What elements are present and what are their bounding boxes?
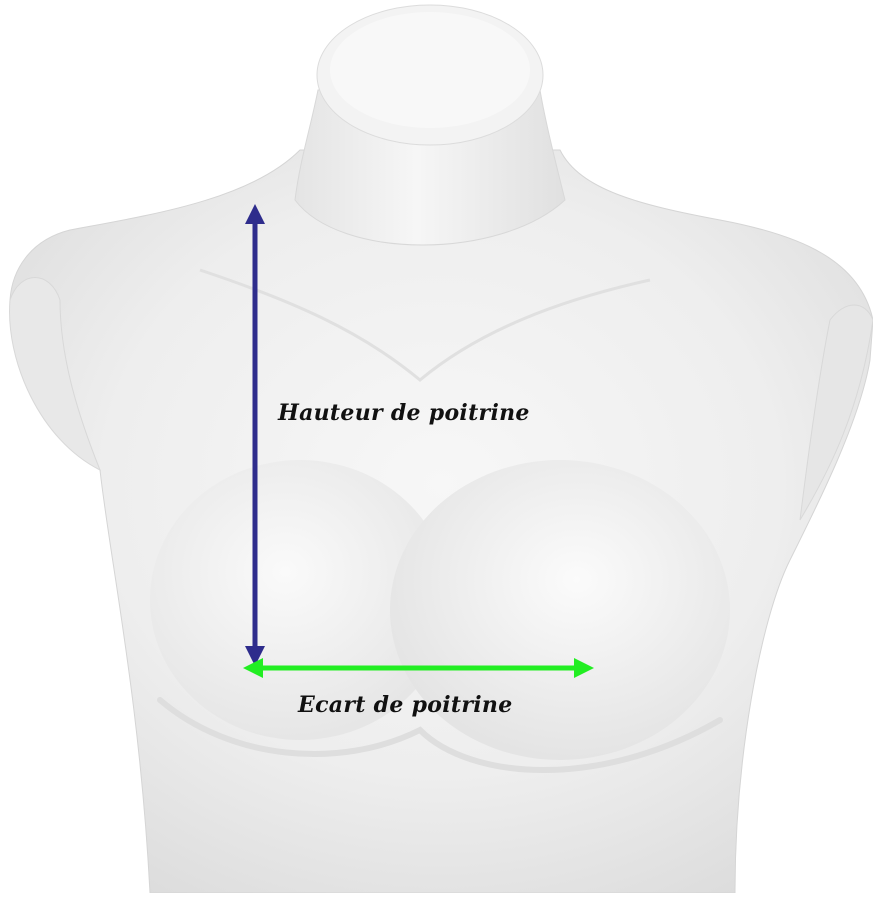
gap-measurement-label: Ecart de poitrine xyxy=(298,692,513,718)
height-measurement-label: Hauteur de poitrine xyxy=(278,400,530,426)
